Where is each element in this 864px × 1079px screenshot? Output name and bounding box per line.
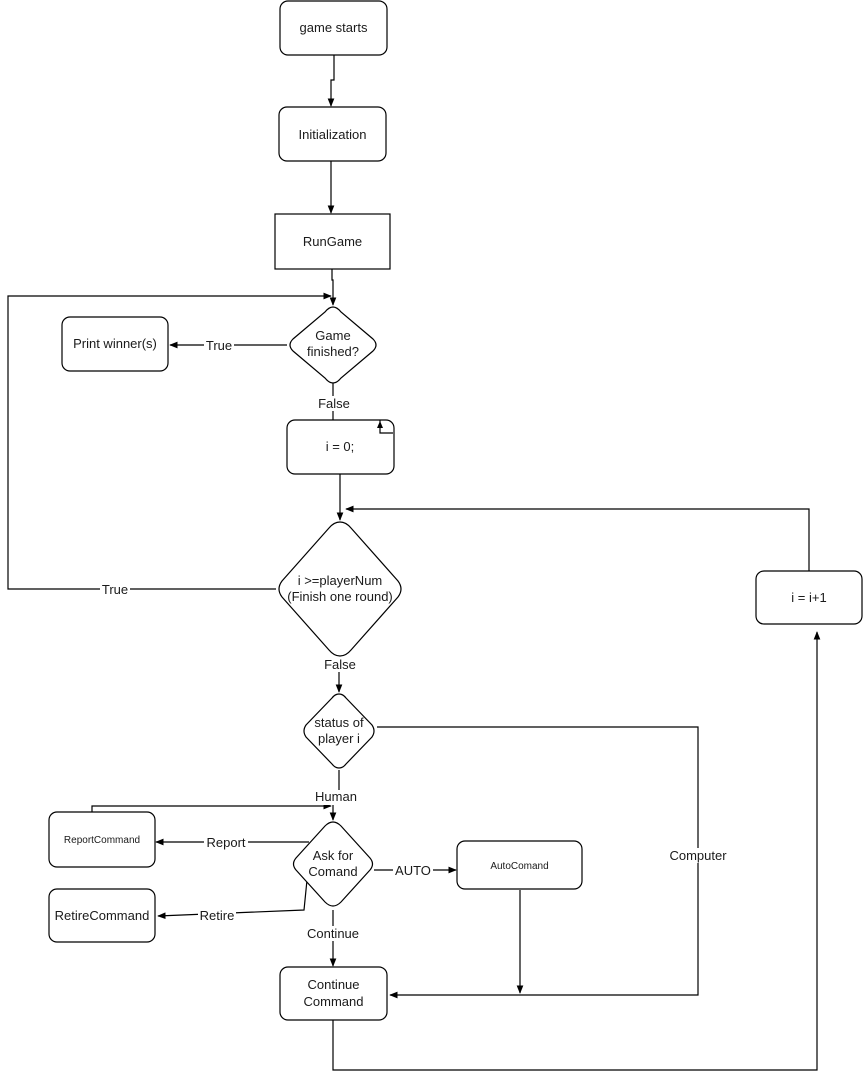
edge-label-auto: AUTO	[395, 863, 431, 878]
fold-corner-arrow	[377, 421, 383, 428]
node-ask-command: Ask for Comand	[292, 821, 374, 907]
edge-labels: True False True False Human Report Retir…	[100, 338, 730, 941]
edge-label-report: Report	[206, 835, 245, 850]
status-label-1: status of	[314, 715, 364, 730]
node-i-increment: i = i+1	[755, 570, 863, 625]
game-starts-label: game starts	[300, 20, 368, 35]
edge-round-true	[7, 292, 332, 590]
node-continue-command: Continue Command	[279, 966, 388, 1021]
edge-label-true-round: True	[102, 582, 128, 597]
ask-label-1: Ask for	[313, 848, 354, 863]
edge-label-human: Human	[315, 789, 357, 804]
auto-command-label: AutoComand	[490, 861, 548, 872]
node-game-starts: game starts	[279, 0, 388, 56]
print-winners-label: Print winner(s)	[73, 336, 157, 351]
node-status: status of player i	[303, 693, 375, 769]
edge-label-retire: Retire	[200, 908, 235, 923]
node-initialization: Initialization	[278, 106, 387, 162]
node-print-winners: Print winner(s)	[61, 316, 169, 372]
game-finished-label-2: finished?	[307, 344, 359, 359]
node-round-check: i >=playerNum (Finish one round)	[278, 521, 402, 657]
continue-label-1: Continue	[307, 977, 359, 992]
status-label-2: player i	[318, 731, 360, 746]
edge-report-back	[91, 802, 332, 812]
continue-label-2: Command	[304, 994, 364, 1009]
edge-increment-to-round	[345, 505, 810, 571]
i-increment-label: i = i+1	[791, 590, 826, 605]
game-finished-label-1: Game	[315, 328, 350, 343]
initialization-label: Initialization	[299, 127, 367, 142]
edge-label-false-round: False	[324, 657, 356, 672]
edge-label-true-winner: True	[206, 338, 232, 353]
report-command-label: ReportCommand	[64, 835, 140, 846]
i-zero-label: i = 0;	[326, 439, 355, 454]
node-retire-command: RetireCommand	[48, 888, 156, 943]
node-auto-command: AutoComand	[456, 840, 583, 890]
edge-start-to-init	[327, 55, 335, 107]
round-check-label-1: i >=playerNum	[298, 573, 383, 588]
edge-rungame-to-finished	[329, 269, 337, 306]
edge-label-continue: Continue	[307, 926, 359, 941]
edge-label-false-finished: False	[318, 396, 350, 411]
retire-command-label: RetireCommand	[55, 908, 150, 923]
round-check-label-2: (Finish one round)	[287, 589, 393, 604]
node-report-command: ReportCommand	[48, 811, 156, 868]
node-rungame: RunGame	[274, 213, 391, 270]
edge-label-computer: Computer	[669, 848, 727, 863]
ask-label-2: Comand	[308, 864, 357, 879]
edge-continue-to-increment	[332, 631, 821, 1071]
node-i-zero: i = 0;	[286, 419, 395, 475]
node-game-finished: Game finished?	[289, 306, 377, 384]
rungame-label: RunGame	[303, 234, 362, 249]
